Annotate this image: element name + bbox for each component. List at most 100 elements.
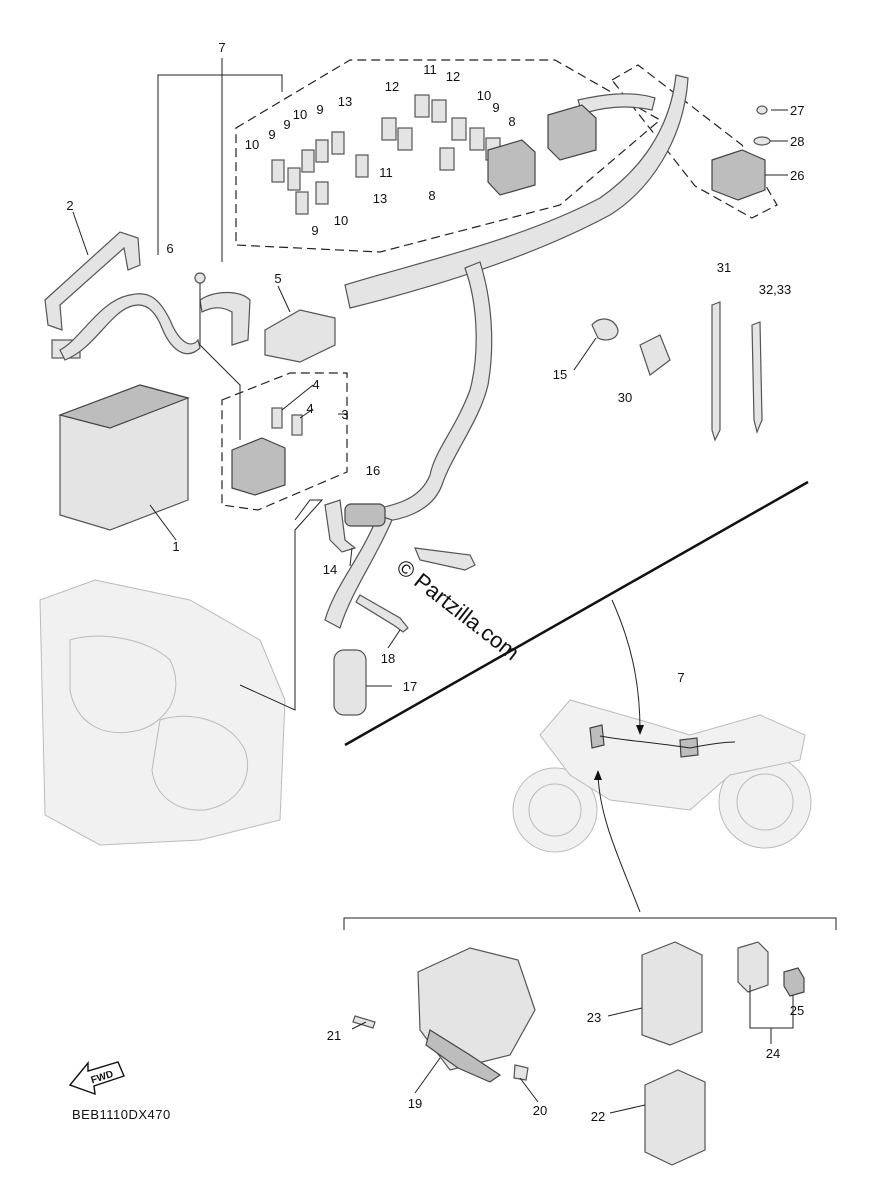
- callout-14: 14: [323, 562, 337, 577]
- harness-lower-branch: [324, 514, 393, 629]
- coupler-12a: [381, 117, 397, 141]
- fuse-4b: [291, 414, 303, 436]
- callout-5: 5: [274, 271, 281, 286]
- harness-front-branch: [577, 93, 656, 115]
- separator-bracket-lower: [343, 917, 837, 930]
- coupler-10a: [271, 159, 285, 183]
- pointer-arrow-upper-head: [636, 725, 644, 735]
- callout-labels: 7 2 6 5 4 4 3 1 11 12 12 13 10 9 9 10 9 …: [66, 40, 804, 1124]
- relay-assembly-outline: [221, 372, 348, 511]
- relay-22: [644, 1069, 706, 1166]
- callout-13b: 13: [373, 191, 387, 206]
- callout-10c: 10: [334, 213, 348, 228]
- bracket-14: [324, 499, 357, 553]
- callout-32-33: 32,33: [759, 282, 792, 297]
- callout-9a: 9: [268, 127, 275, 142]
- callout-24: 24: [766, 1046, 780, 1061]
- separator-line-diagonal: [344, 480, 809, 747]
- bolt-21: [352, 1015, 376, 1029]
- callout-9e: 9: [492, 100, 499, 115]
- bolt-20: [513, 1064, 529, 1081]
- coupler-10d: [451, 117, 467, 141]
- coupler-10b: [315, 139, 329, 163]
- leader-lines: [72, 109, 794, 1114]
- harness-7-outline: [157, 74, 283, 255]
- callout-17: 17: [403, 679, 417, 694]
- callout-19: 19: [408, 1096, 422, 1111]
- callout-22: 22: [591, 1109, 605, 1124]
- callout-9b: 9: [283, 117, 290, 132]
- callout-18: 18: [381, 651, 395, 666]
- protector-16: [344, 503, 386, 527]
- harness-branch: [369, 261, 493, 523]
- cover-17: [333, 649, 367, 716]
- callout-10b: 10: [293, 107, 307, 122]
- callout-1: 1: [172, 539, 179, 554]
- relay-23: [641, 941, 703, 1046]
- holder-30: [639, 334, 671, 376]
- callout-20: 20: [533, 1103, 547, 1118]
- battery-band: [44, 231, 141, 331]
- callout-11a: 11: [423, 62, 437, 77]
- pointer-arrow-lower: [597, 774, 641, 913]
- callout-27: 27: [790, 103, 804, 118]
- callout-9c: 9: [316, 102, 323, 117]
- callout-10d: 10: [477, 88, 491, 103]
- ecu-location-marker: [589, 724, 605, 749]
- callout-4a: 4: [312, 377, 319, 392]
- callout-8b: 8: [428, 188, 435, 203]
- fuse-box-lead: [199, 344, 241, 440]
- callout-12b: 12: [446, 69, 460, 84]
- coupler-10c: [315, 181, 329, 205]
- connector-cluster: [271, 94, 597, 215]
- bolt-6: [194, 272, 206, 284]
- relay-24: [737, 941, 769, 993]
- coupler-11b: [414, 94, 430, 118]
- relay-26: [711, 149, 766, 201]
- coupler-9c: [295, 191, 309, 215]
- callout-31: 31: [717, 260, 731, 275]
- callout-7b: 7: [677, 670, 684, 685]
- coupler-13b: [355, 154, 369, 178]
- bracket-19-base: [425, 1029, 502, 1083]
- callout-3: 3: [341, 407, 348, 422]
- connector-block-a: [487, 139, 536, 196]
- callout-26: 26: [790, 168, 804, 183]
- pointer-arrow-upper: [611, 599, 641, 731]
- callout-13a: 13: [338, 94, 352, 109]
- battery-cable-right: [199, 291, 251, 346]
- coupler-13a: [331, 131, 345, 155]
- watermark-text: © Partzilla.com: [392, 554, 524, 665]
- callout-9d: 9: [311, 223, 318, 238]
- callout-23: 23: [587, 1010, 601, 1025]
- callout-16: 16: [366, 463, 380, 478]
- callout-7: 7: [218, 40, 225, 55]
- relay-5: [264, 309, 336, 363]
- fuse-4a: [271, 407, 283, 429]
- coupler-12b: [431, 99, 447, 123]
- battery: [51, 339, 190, 531]
- fwd-arrow-icon: FWD: [68, 1061, 125, 1096]
- callout-10a: 10: [245, 137, 259, 152]
- band-31: [711, 301, 721, 442]
- coupler-8a: [439, 147, 455, 171]
- clamp-15: [591, 318, 619, 341]
- relay-26-outline: [611, 64, 778, 219]
- connector-block-b: [547, 104, 597, 161]
- coupler-9d: [469, 127, 485, 151]
- callout-30: 30: [618, 390, 632, 405]
- callout-12a: 12: [385, 79, 399, 94]
- lead-wire-18: [355, 594, 409, 633]
- coupler-11a: [397, 127, 413, 151]
- engine-frame-line: [239, 499, 324, 711]
- coupler-9a: [287, 167, 301, 191]
- band-32-33: [751, 321, 763, 434]
- coupler-9b: [301, 149, 315, 173]
- callout-8a: 8: [508, 114, 515, 129]
- harness-location-line: [599, 735, 736, 749]
- drawing-code: BEB1110DX470: [72, 1107, 171, 1122]
- callout-21: 21: [327, 1028, 341, 1043]
- callout-25: 25: [790, 1003, 804, 1018]
